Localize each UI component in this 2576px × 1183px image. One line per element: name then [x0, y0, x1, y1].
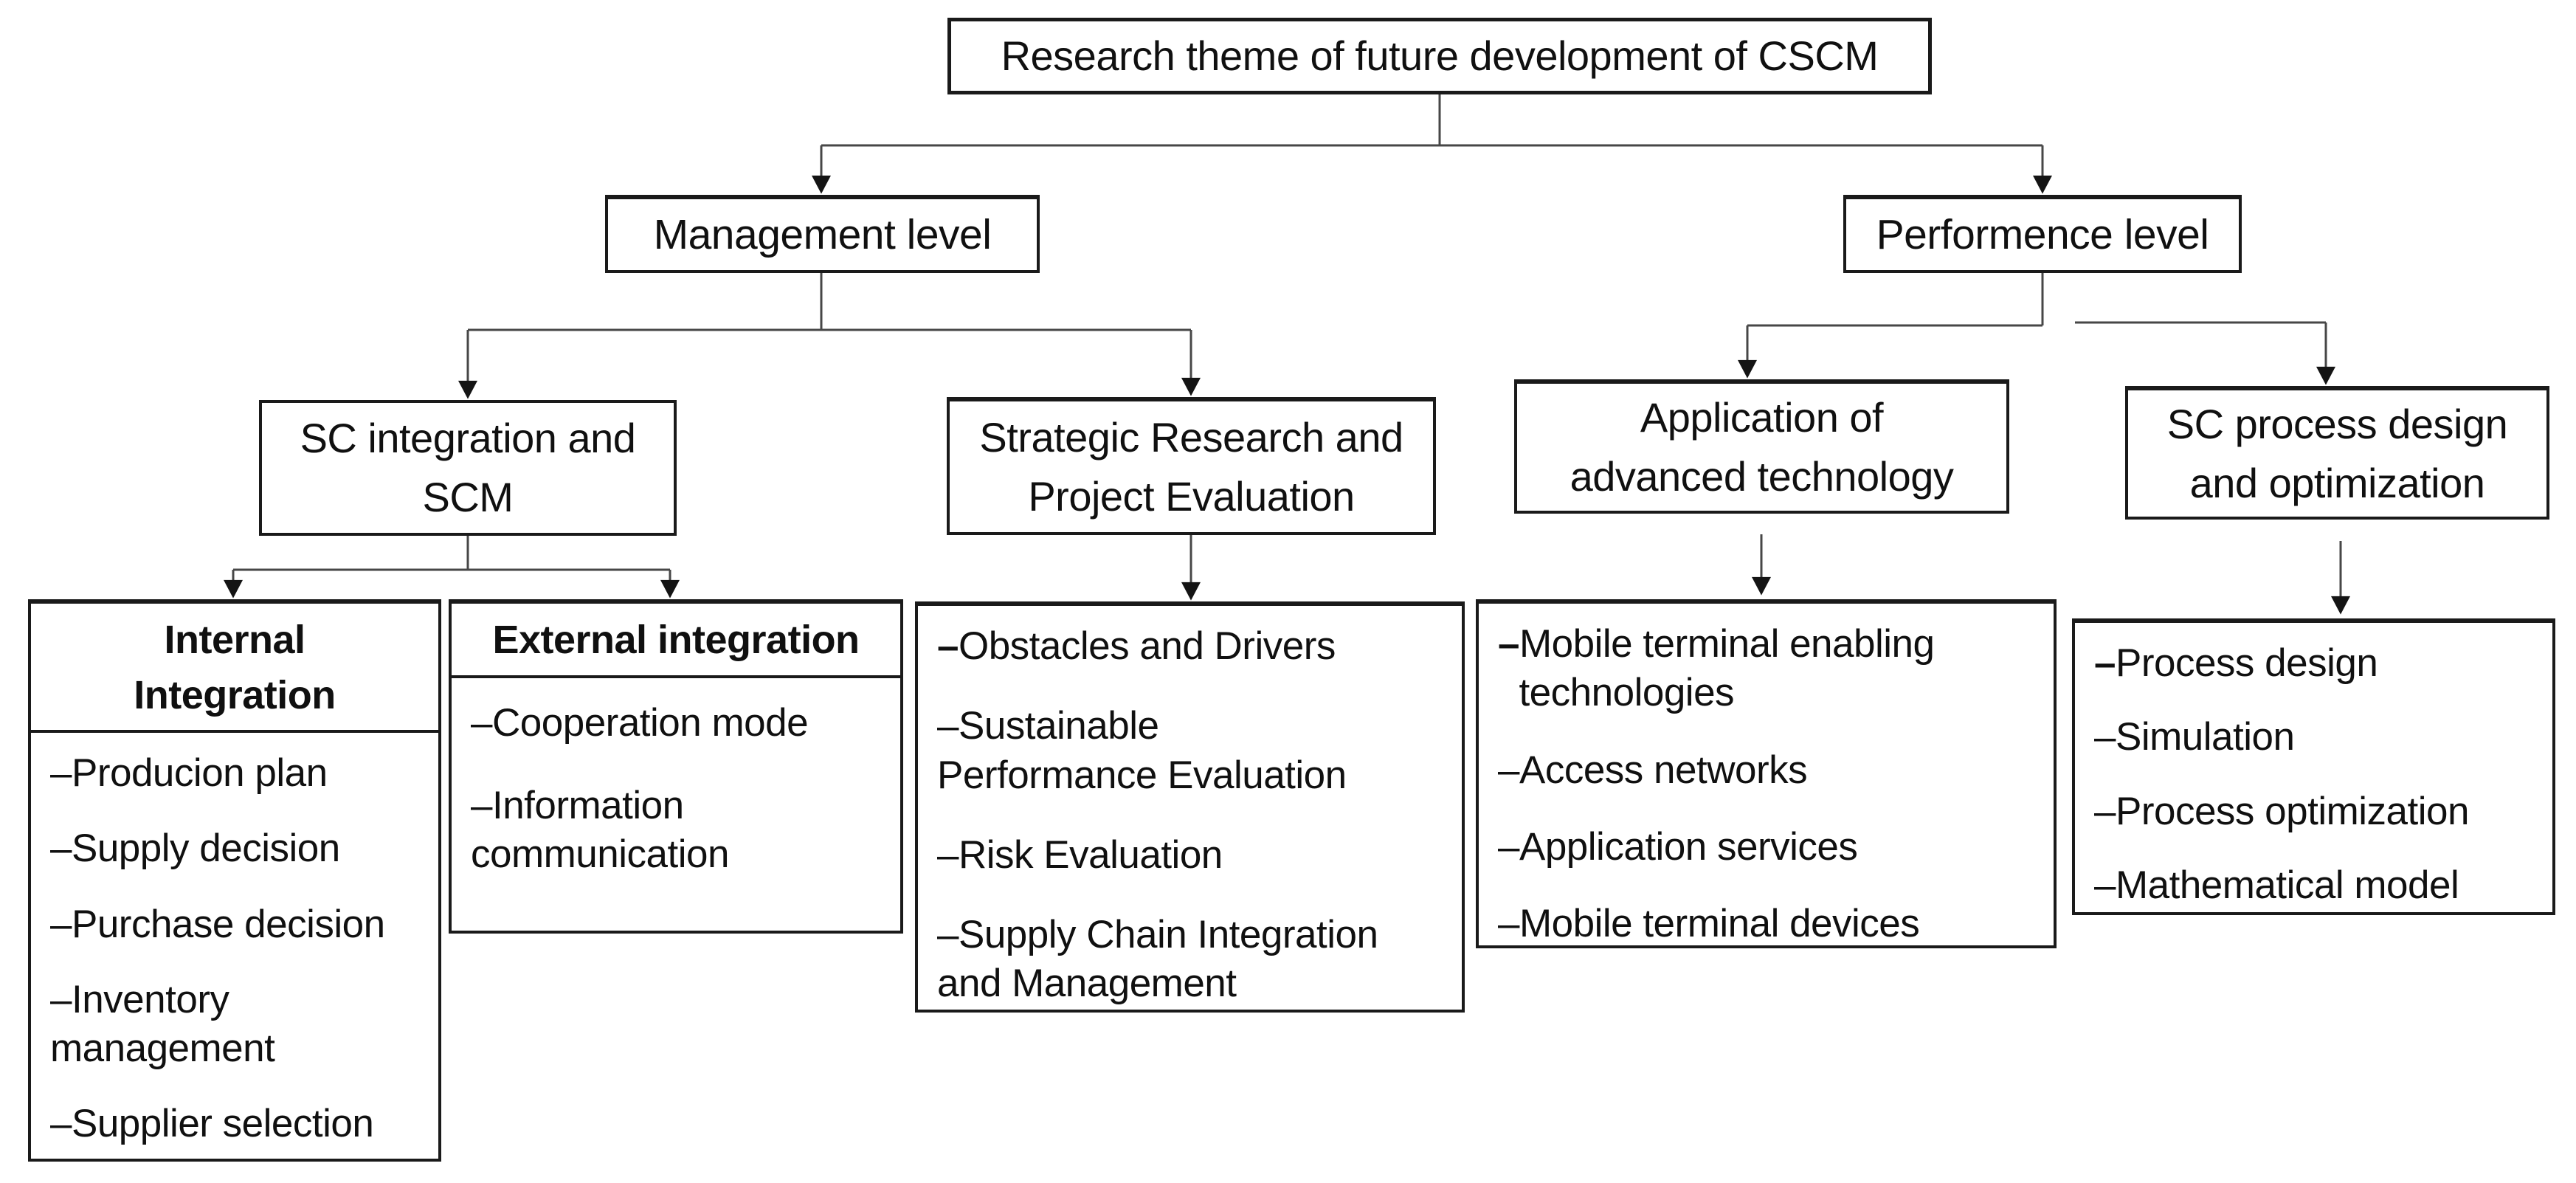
list-item-text: Mobile terminal enabling technologies — [1519, 622, 1935, 715]
list-item: –Obstacles and Drivers — [937, 622, 1454, 671]
list-item: –Process design — [2094, 639, 2545, 688]
list-item: –Information communication — [471, 782, 893, 880]
list-item: –Risk Evaluation — [937, 831, 1454, 880]
list-item-text: Cooperation mode — [491, 700, 809, 745]
dash-bullet: – — [1498, 748, 1519, 792]
strategic-research-label: Strategic Research and Project Evaluatio… — [979, 413, 1403, 520]
dash-bullet: – — [50, 977, 72, 1021]
panel-external-integration: External integration –Cooperation mode –… — [449, 599, 903, 934]
root-label: Research theme of future development of … — [1001, 32, 1879, 80]
dash-bullet: – — [50, 1102, 72, 1146]
list-item-text: Supplier selection — [71, 1102, 374, 1146]
list-item: –Supply Chain Integration and Management — [937, 911, 1454, 1009]
list-item: –Application services — [1498, 823, 2046, 872]
external-integration-header: External integration — [492, 618, 860, 662]
list-item: –Cooperation mode — [471, 699, 893, 748]
sc-integration-node: SC integration and SCM — [259, 400, 677, 536]
list-item-text: Obstacles and Drivers — [958, 624, 1336, 668]
dash-bullet: – — [937, 832, 959, 877]
list-item-text: Mathematical model — [2115, 863, 2459, 907]
panel-strategic-items: –Obstacles and Drivers –Sustainable Perf… — [915, 601, 1465, 1013]
panel-process-items: –Process design –Simulation –Process opt… — [2072, 618, 2555, 915]
internal-integration-items: –Producion plan –Supply decision –Purcha… — [31, 733, 438, 1156]
mobile-items: –Mobile terminal enabling technologies –… — [1479, 604, 2054, 956]
list-item-text: Purchase decision — [71, 902, 385, 946]
application-technology-node: Application of advanced technology — [1514, 379, 2009, 514]
sc-process-node: SC process design and optimization — [2125, 386, 2549, 520]
list-item-text: Supply Chain Integration and Management — [937, 913, 1378, 1006]
list-item-text: Producion plan — [71, 751, 328, 796]
list-item: –Purchase decision — [50, 900, 431, 949]
list-item-text: Process design — [2115, 641, 2378, 685]
list-item-text: Information communication — [471, 783, 729, 877]
management-level-node: Management level — [605, 195, 1040, 273]
application-technology-label: Application of advanced technology — [1570, 394, 1954, 500]
external-integration-items: –Cooperation mode –Information communica… — [452, 678, 900, 887]
list-item: –Sustainable Performance Evaluation — [937, 702, 1454, 800]
list-item-text: Supply decision — [71, 827, 340, 871]
sc-process-label: SC process design and optimization — [2166, 400, 2508, 506]
strategic-research-node: Strategic Research and Project Evaluatio… — [947, 397, 1436, 535]
list-item-text: Application services — [1519, 824, 1858, 869]
performence-level-label: Performence level — [1876, 210, 2209, 258]
root-node: Research theme of future development of … — [947, 18, 1932, 94]
internal-integration-header: Internal Integration — [134, 618, 336, 717]
panel-internal-integration: Internal Integration –Producion plan –Su… — [28, 599, 441, 1162]
list-item: –Simulation — [2094, 713, 2545, 762]
list-item-text: Access networks — [1519, 748, 1808, 792]
dash-bullet: – — [471, 783, 492, 827]
list-item: –Supply decision — [50, 824, 431, 873]
dash-bullet: – — [50, 902, 72, 946]
list-item: –Producion plan — [50, 749, 431, 798]
list-item: –Mobile terminal devices — [1498, 900, 2046, 948]
list-item: –Mobile terminal enabling technologies — [1498, 620, 2046, 718]
dash-bullet: – — [937, 913, 959, 956]
performence-level-node: Performence level — [1843, 195, 2242, 273]
dash-bullet: – — [471, 700, 492, 745]
list-item: –Access networks — [1498, 746, 2046, 795]
dash-bullet: – — [937, 704, 959, 748]
strategic-items: –Obstacles and Drivers –Sustainable Perf… — [918, 606, 1462, 1016]
list-item: –Mathematical model — [2094, 861, 2545, 910]
dash-bullet: – — [50, 751, 72, 796]
dash-bullet: – — [50, 827, 72, 871]
list-item-text: Process optimization — [2115, 789, 2469, 833]
list-item: –Process optimization — [2094, 787, 2545, 836]
dash-bullet: – — [2094, 715, 2116, 759]
sc-integration-label: SC integration and SCM — [300, 415, 636, 520]
list-item-text: Risk Evaluation — [958, 832, 1223, 877]
divider — [452, 675, 900, 678]
dash-bullet: – — [2094, 641, 2116, 685]
list-item: –Inventory management — [50, 976, 431, 1074]
list-item-text: Inventory management — [50, 977, 275, 1071]
list-item-text: Sustainable Performance Evaluation — [937, 704, 1347, 797]
management-level-label: Management level — [653, 210, 992, 258]
list-item: –Supplier selection — [50, 1100, 431, 1148]
divider — [31, 730, 438, 734]
dash-bullet: – — [1498, 902, 1519, 945]
list-item-text: Mobile terminal devices — [1519, 902, 1920, 945]
dash-bullet: – — [2094, 789, 2116, 833]
dash-bullet: – — [1498, 824, 1519, 869]
dash-bullet: – — [937, 624, 959, 668]
list-item-text: Simulation — [2115, 715, 2295, 759]
process-items: –Process design –Simulation –Process opt… — [2075, 623, 2552, 917]
panel-mobile-items: –Mobile terminal enabling technologies –… — [1476, 599, 2057, 948]
dash-bullet: – — [2094, 863, 2116, 907]
dash-bullet: – — [1498, 622, 1519, 666]
